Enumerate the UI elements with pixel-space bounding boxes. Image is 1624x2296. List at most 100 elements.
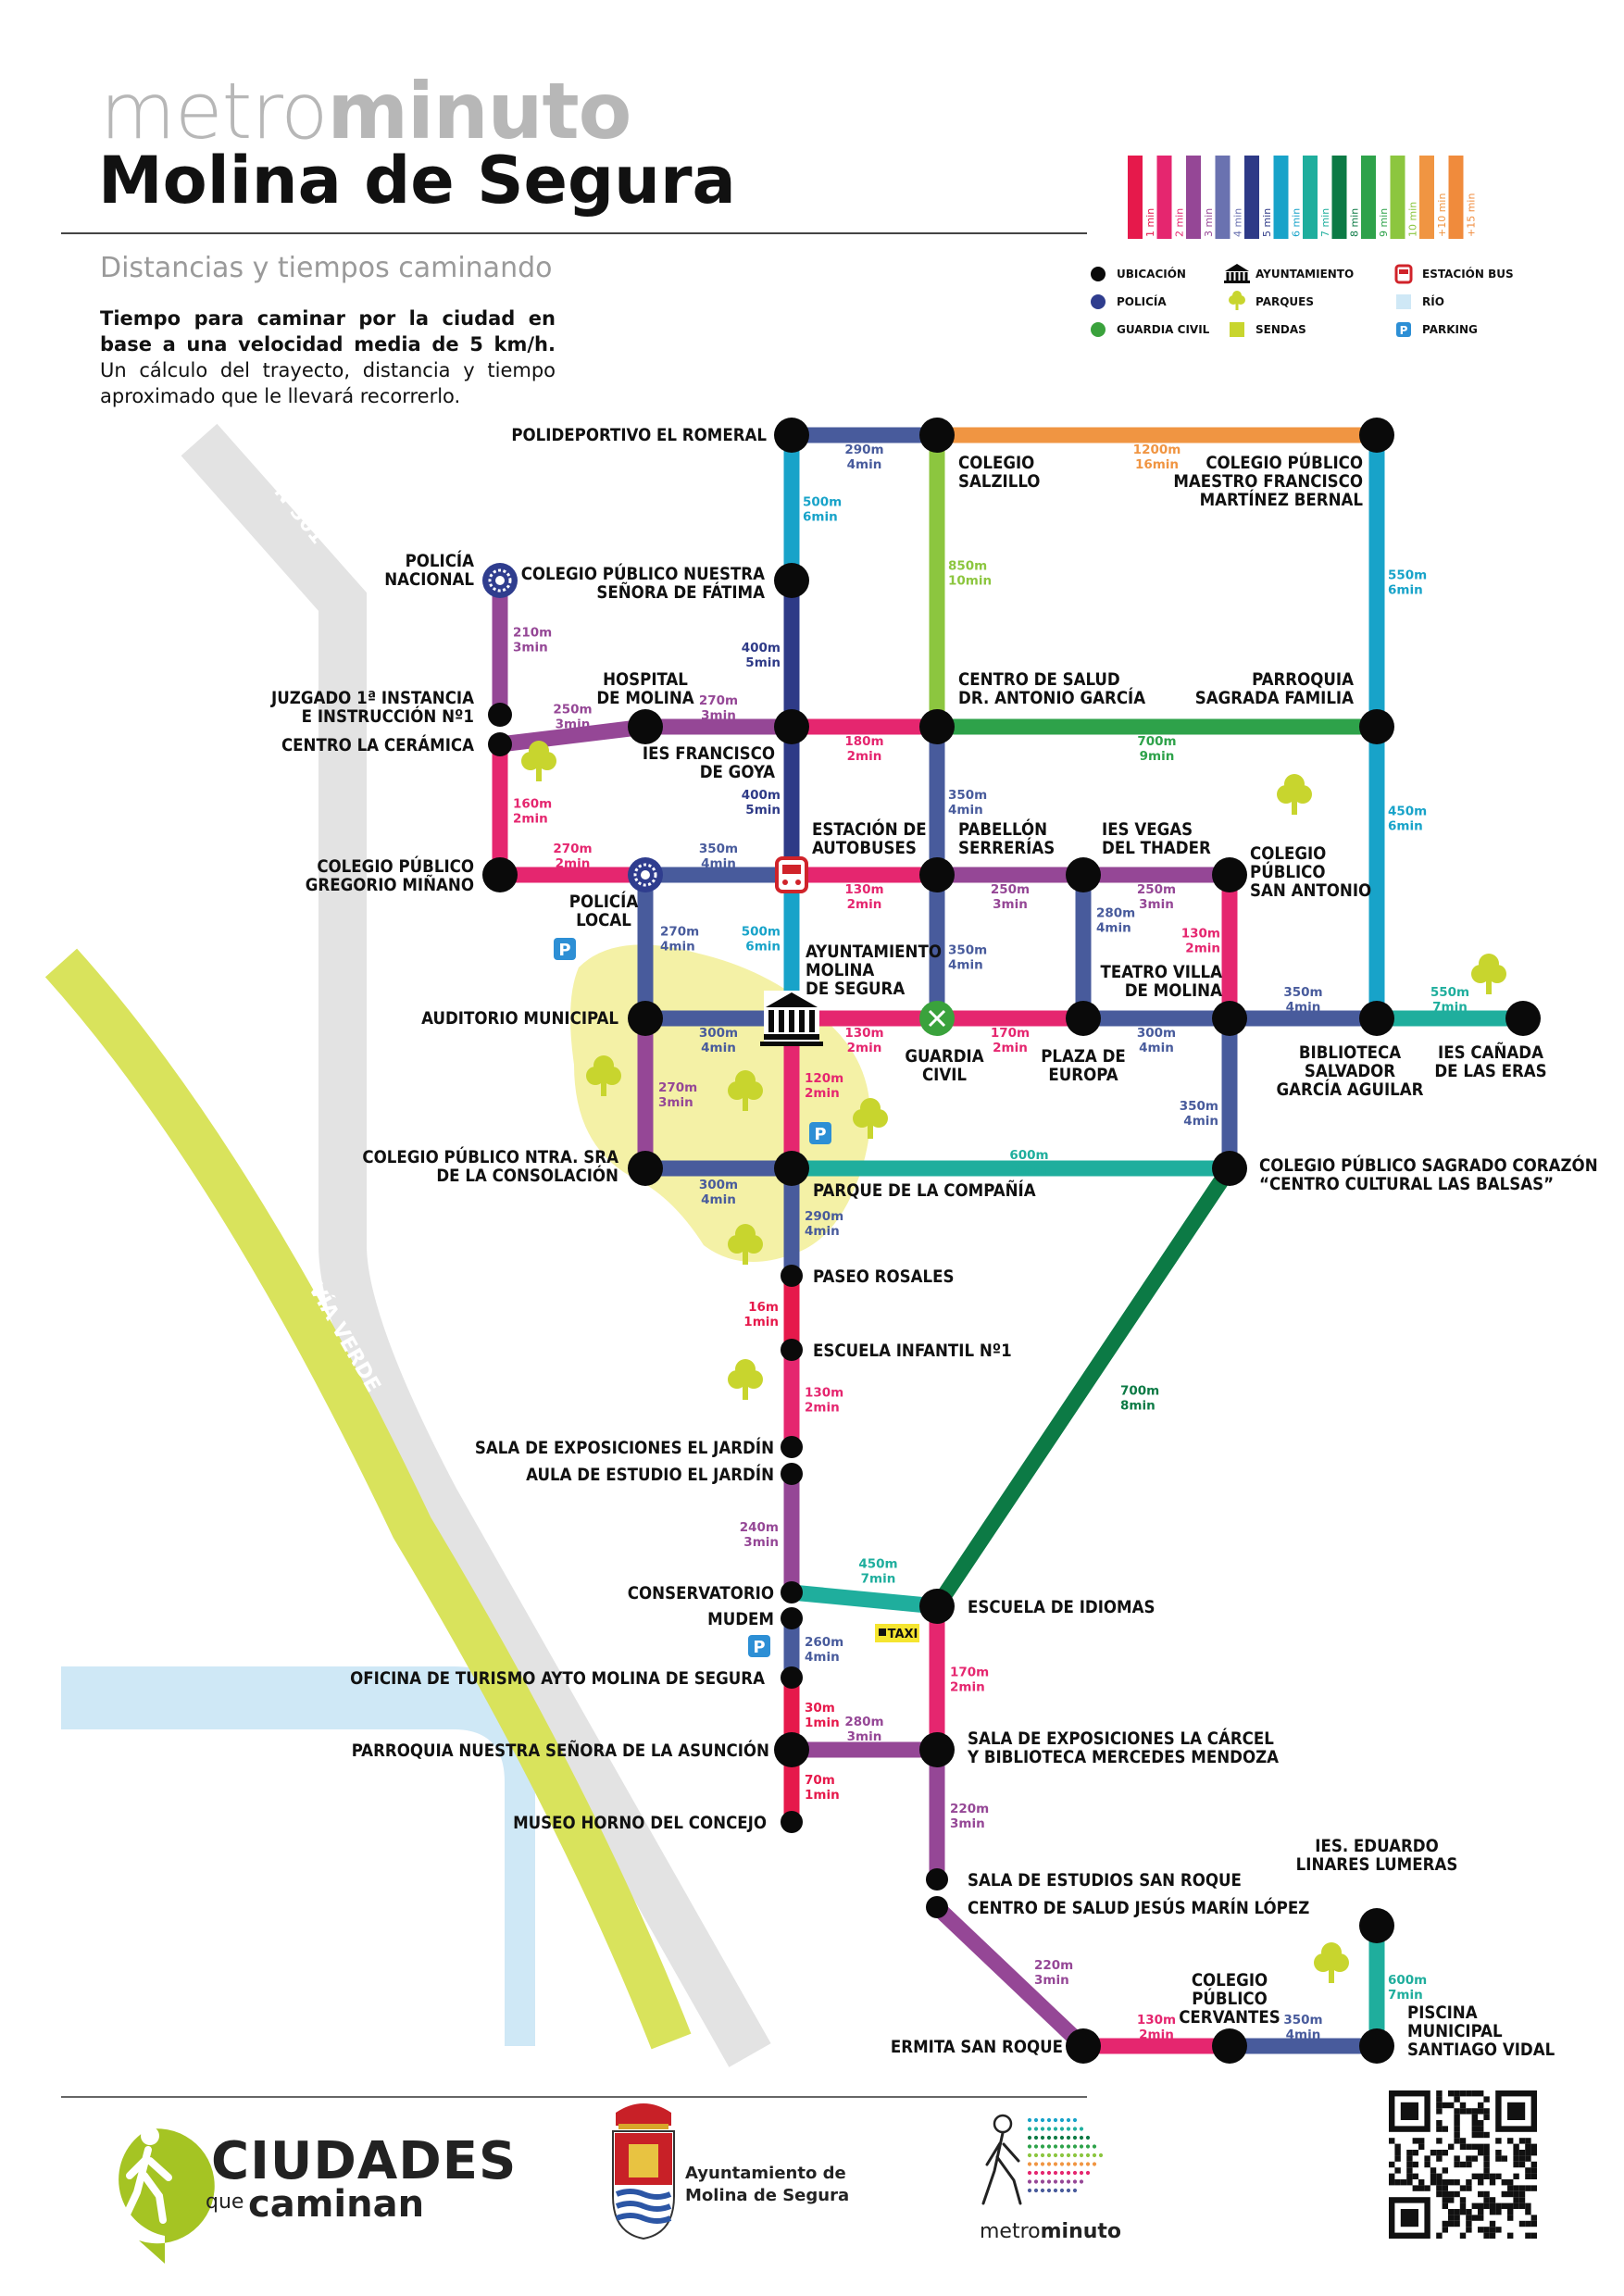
station-label: SERRERÍAS — [958, 838, 1055, 858]
legend-guard-dot-icon: GUARDIA CIVIL — [1091, 322, 1210, 337]
station-label: CENTRO LA CERÁMICA — [281, 735, 474, 755]
segment-time: 1min — [743, 1315, 779, 1329]
station-dot-icon — [926, 1868, 948, 1890]
segment-time: 8min — [1120, 1399, 1156, 1414]
station-dot-icon — [774, 1732, 809, 1767]
station-label: MARTÍNEZ BERNAL — [1200, 490, 1364, 510]
segment-time: 6min — [803, 510, 838, 525]
segment-distance: 850m — [948, 559, 987, 574]
segment-saludjml-ermita — [931, 1901, 1089, 2053]
time-scale-item: +15 min — [1448, 156, 1478, 239]
station-compania — [774, 1151, 809, 1186]
legend-label: PARQUES — [1255, 295, 1314, 308]
time-scale-bar — [1273, 156, 1289, 239]
legend-label: PARKING — [1422, 323, 1478, 336]
segment-time: 2min — [847, 749, 882, 764]
station-thader — [1066, 857, 1101, 892]
station-label: POLICÍA — [406, 551, 475, 571]
station-dot-icon — [774, 418, 809, 453]
station-hospital — [628, 709, 663, 744]
station-sagrada — [1359, 709, 1394, 744]
segment-distance: 400m — [742, 788, 781, 803]
segment-distance: 250m — [991, 882, 1030, 897]
tree-icon — [1314, 1942, 1349, 1983]
station-turismo — [781, 1666, 803, 1689]
time-scale-bar — [1331, 156, 1347, 239]
segment-distance: 220m — [950, 1802, 989, 1816]
intro-bold: Tiempo para caminar por la ciudad en bas… — [100, 307, 556, 356]
segment-time: 5min — [745, 803, 781, 817]
station-auditorio — [628, 1001, 663, 1036]
metrominuto-logo-text: metrominuto — [980, 2220, 1121, 2243]
tree-icon — [586, 1055, 621, 1096]
station-cervantes — [1212, 2028, 1247, 2064]
station-label: SALA DE EXPOSICIONES EL JARDÍN — [475, 1438, 774, 1458]
station-salud_ag — [919, 709, 955, 744]
metrominuto-logo-icon — [981, 2114, 1104, 2205]
segment-time: 4min — [1286, 2028, 1321, 2042]
svg-text:P: P — [1400, 324, 1408, 337]
station-label: MUSEO HORNO DEL CONCEJO — [513, 1814, 767, 1833]
mm-light: metro — [980, 2220, 1041, 2243]
station-conservatorio — [781, 1581, 803, 1603]
segment-distance: 270m — [658, 1080, 697, 1095]
segment-time: 1min — [805, 1788, 840, 1803]
segment-time: 4min — [1183, 1114, 1218, 1129]
station-label: TEATRO VILLA — [1101, 963, 1223, 982]
segment-time: 3min — [701, 708, 736, 723]
station-dot-icon — [1212, 1001, 1247, 1036]
intro-rest: Un cálculo del trayecto, distancia y tie… — [100, 359, 556, 407]
segment-distance: 240m — [740, 1520, 779, 1535]
segment-distance: 290m — [805, 1209, 843, 1224]
town-hall-icon — [766, 992, 818, 1007]
parking-icon: P — [748, 1635, 770, 1657]
segment-time: 2min — [1185, 942, 1220, 956]
segment-distance: 350m — [948, 788, 987, 803]
segment-distance: 350m — [1283, 2013, 1322, 2028]
segment-distance: 700m — [1137, 734, 1176, 749]
bus-icon — [775, 856, 808, 893]
time-scale-item: 1 min — [1128, 156, 1156, 239]
station-dot-icon — [781, 1666, 803, 1689]
qr-code-icon — [1385, 2087, 1541, 2242]
tree-icon — [728, 1224, 763, 1265]
legend-police-dot-icon: POLICÍA — [1091, 294, 1167, 309]
station-dot-icon — [781, 1607, 803, 1629]
station-asuncion — [774, 1732, 809, 1767]
time-scale-label: 1 min — [1144, 208, 1156, 237]
station-dot-icon — [919, 709, 955, 744]
segment-distance: 130m — [1137, 2013, 1176, 2028]
time-scale-label: 9 min — [1378, 208, 1390, 237]
parking-icon: P — [809, 1122, 831, 1144]
station-label: PISCINA — [1407, 2003, 1478, 2023]
station-mfmb — [1359, 418, 1394, 453]
station-policia_nac — [482, 563, 518, 598]
segment-distance: 280m — [1096, 906, 1135, 921]
river — [61, 1666, 535, 2046]
segment-distance: 250m — [1137, 882, 1176, 897]
station-dot-icon — [1066, 857, 1101, 892]
station-label: GARCÍA AGUILAR — [1277, 1079, 1424, 1100]
station-label: COLEGIO — [1192, 1971, 1268, 1990]
station-label: SALZILLO — [958, 472, 1040, 492]
station-label: GUARDIA — [905, 1047, 983, 1067]
road-n301 — [181, 423, 771, 2067]
segment-distance: 130m — [805, 1386, 843, 1401]
station-label: POLICÍA — [569, 892, 639, 912]
segment-distance: 280m — [844, 1715, 883, 1729]
time-scale-label: +10 min — [1436, 193, 1448, 237]
time-scale-item: +10 min — [1419, 156, 1448, 239]
segment-time: 6min — [1388, 819, 1423, 834]
segment-time: 4min — [1286, 1000, 1321, 1015]
station-dot-icon — [781, 1811, 803, 1833]
station-label: COLEGIO PÚBLICO NTRA. SRA — [362, 1147, 618, 1167]
station-label: HOSPITAL — [603, 670, 688, 690]
station-label: SANTIAGO VIDAL — [1407, 2040, 1555, 2060]
segment-time: 2min — [805, 1086, 840, 1101]
time-scale-bar — [1215, 156, 1230, 239]
segment-distance: 270m — [699, 693, 738, 708]
station-dot-icon — [781, 1265, 803, 1287]
cqc-logo-que: que — [206, 2190, 244, 2214]
